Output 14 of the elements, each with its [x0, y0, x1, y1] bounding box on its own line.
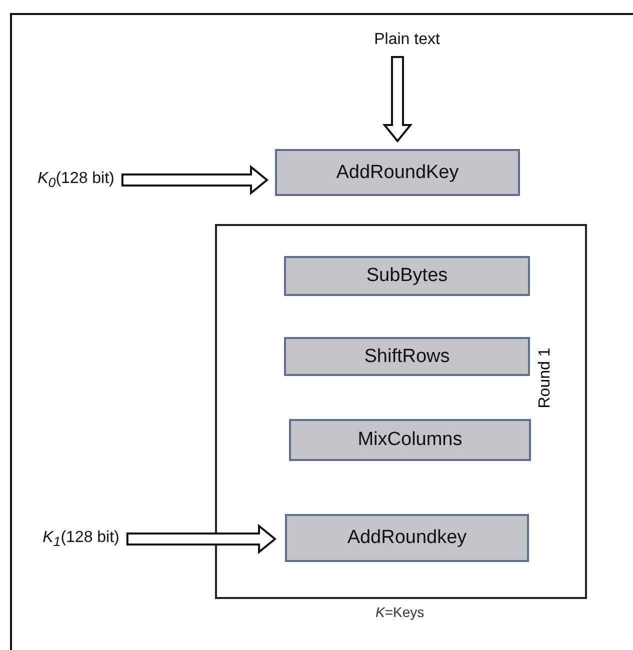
process-box: SubBytes	[284, 256, 530, 296]
input-label: K$_{0}$(128 bit)	[38, 170, 114, 190]
input-label: Plain text	[374, 31, 440, 49]
block-arrow	[121, 164, 269, 196]
note-text: K=Keys	[376, 604, 424, 620]
process-box: MixColumns	[289, 419, 531, 461]
process-box: AddRoundkey	[285, 514, 529, 562]
input-label: K$_{1}$(128 bit)	[42, 528, 120, 550]
round-box	[215, 224, 587, 599]
process-box: ShiftRows	[284, 337, 530, 376]
block-arrow	[126, 524, 277, 554]
block-arrow	[382, 56, 413, 143]
round-label: Round 1	[536, 348, 554, 408]
process-box: AddRoundKey	[275, 149, 520, 196]
